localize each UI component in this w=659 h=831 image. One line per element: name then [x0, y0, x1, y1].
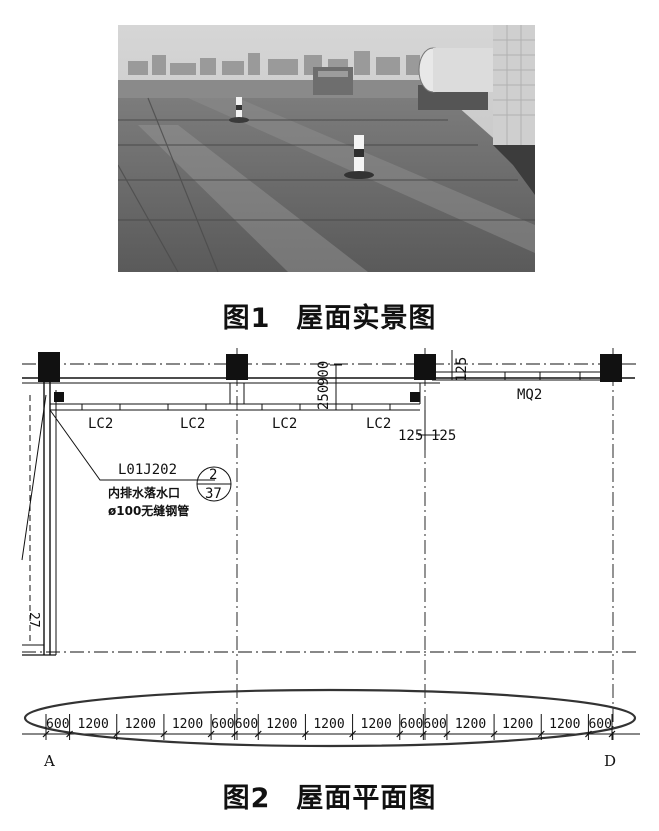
dimension-label: 1200 — [502, 717, 533, 732]
dimension-label: 1200 — [361, 717, 392, 732]
dimension-label: 1200 — [125, 717, 156, 732]
dimension-label: 600 — [423, 717, 446, 732]
window-label: LC2 — [88, 416, 113, 432]
dimension-label: 600 — [235, 717, 258, 732]
callout-index-bottom: 37 — [205, 486, 222, 502]
figure2-caption: 图2 屋面平面图 — [0, 776, 659, 815]
dimension-label: 1200 — [78, 717, 109, 732]
window-label: LC2 — [272, 416, 297, 432]
wall-dim: 900 — [316, 361, 332, 386]
door-label: MQ2 — [517, 387, 542, 403]
dimension-label: 1200 — [172, 717, 203, 732]
figure1-title: 屋面实景图 — [296, 303, 437, 334]
figure1-caption: 图1 屋面实景图 — [0, 296, 659, 335]
axis-label-right: D — [604, 752, 616, 770]
callout-line1: 内排水落水口 — [108, 485, 180, 500]
left-mark: 27 — [26, 612, 41, 628]
dimension-label: 1200 — [455, 717, 486, 732]
wall-dim: 250 — [316, 385, 332, 410]
figure1-number: 图1 — [222, 303, 271, 334]
dimension-label: 1200 — [313, 717, 344, 732]
dimension-label: 1200 — [266, 717, 297, 732]
corner-dim-left: 125 — [398, 428, 423, 444]
top-dim: 125 — [454, 357, 470, 382]
dimension-label: 600 — [400, 717, 423, 732]
dimension-label: 1200 — [549, 717, 580, 732]
window-label: LC2 — [366, 416, 391, 432]
axis-label-left: A — [43, 752, 55, 770]
dimension-label: 600 — [211, 717, 234, 732]
dimension-label: 600 — [588, 717, 611, 732]
callout-line2: ø100无缝钢管 — [108, 503, 189, 518]
callout-ref: L01J202 — [118, 462, 177, 478]
rooftop-photo — [118, 25, 535, 272]
figure2-title: 屋面平面图 — [296, 783, 437, 814]
callout-index-top: 2 — [209, 467, 217, 483]
corner-dim-right: 125 — [431, 428, 456, 444]
figure2-number: 图2 — [222, 783, 271, 814]
window-label: LC2 — [180, 416, 205, 432]
dimension-label: 600 — [46, 717, 69, 732]
